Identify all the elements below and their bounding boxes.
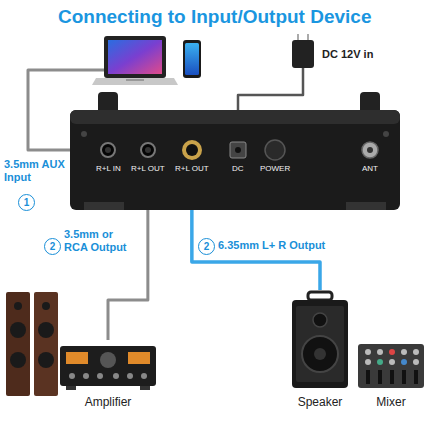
port-label: R+L IN (96, 164, 121, 174)
phone (183, 40, 201, 78)
port-label: R+L OUT (175, 164, 209, 174)
port-label: DC (232, 164, 244, 174)
speaker-node: Speaker (288, 290, 352, 409)
mixer-node: Mixer (356, 338, 426, 409)
port-label: ANT (362, 164, 378, 174)
device-label: Amplifier (58, 395, 158, 409)
tower-speakers (6, 292, 58, 396)
power-adapter (238, 34, 314, 112)
input-label: 3.5mm AUX Input (4, 158, 66, 184)
port-label: R+L OUT (131, 164, 165, 174)
amplifier-illustration (58, 340, 158, 392)
amplifier-node: Amplifier (58, 340, 158, 409)
audio-cable (108, 210, 148, 340)
device-label: Mixer (356, 395, 426, 409)
port-label: POWER (260, 164, 290, 174)
receiver-body (70, 110, 400, 210)
pa-speaker-illustration (288, 290, 352, 392)
power-label: DC 12V in (322, 48, 373, 61)
mixer-illustration (356, 338, 426, 392)
device-label: Speaker (288, 395, 352, 409)
laptop (92, 36, 178, 85)
output-label: 6.35mm L+ R Output (218, 239, 325, 252)
receiver-unit: R+L IN R+L OUT R+L OUT DC POWER ANT (70, 110, 400, 210)
callout-number: 1 (18, 194, 35, 211)
callout-number: 2 (44, 238, 61, 255)
callout-number: 2 (198, 238, 215, 255)
output-label: 3.5mm or RCA Output (64, 228, 138, 254)
title-heading: Connecting to Input/Output Device (58, 6, 371, 28)
